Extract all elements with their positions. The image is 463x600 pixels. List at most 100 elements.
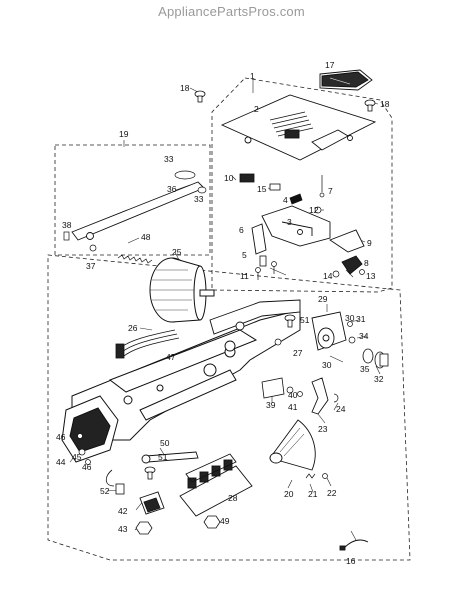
watermark-text: AppliancePartsPros.com: [158, 4, 305, 19]
label-25: 25: [172, 247, 182, 257]
label-17: 17: [325, 60, 335, 70]
part-28-circuit-board: [179, 453, 253, 517]
label-50: 50: [160, 438, 170, 448]
part-5-stud: [259, 255, 267, 267]
group-outlines: [47, 77, 411, 561]
leader-lines: [69, 80, 381, 541]
label-31: 31: [356, 314, 366, 324]
label-26: 26: [128, 323, 138, 333]
part-13-screw: [359, 269, 365, 275]
label-51-bottom: 51: [158, 452, 168, 462]
part-43-screw: [135, 521, 153, 535]
part-51-screws: [144, 314, 296, 480]
part-8-hook: [341, 255, 363, 275]
label-38: 38: [62, 220, 72, 230]
part-14-washer: [332, 270, 340, 278]
part-48-spring: [117, 254, 153, 264]
label-21: 21: [308, 489, 318, 499]
part-42-block: [139, 491, 165, 515]
needle-plate-group-outline: [211, 77, 393, 293]
label-33-bottom: 33: [194, 194, 204, 204]
part-27-screw: [274, 338, 282, 346]
label-18-right: 18: [380, 99, 390, 109]
part-7-pin: [319, 175, 325, 198]
label-30-bottom: 30: [322, 360, 332, 370]
part-12-screw: [314, 206, 322, 214]
label-52: 52: [100, 486, 110, 496]
label-34: 34: [359, 331, 369, 341]
label-39: 39: [266, 400, 276, 410]
part-11-screws: [255, 261, 277, 280]
label-37: 37: [86, 261, 96, 271]
part-38-pin: [63, 231, 70, 241]
label-49: 49: [220, 516, 230, 526]
part-2-needle-plate: [220, 94, 377, 161]
label-9: 9: [367, 238, 372, 248]
part-20-cam-sector: [269, 419, 316, 471]
part-26-wire-harness: [115, 329, 180, 359]
part-16-lead-wire: [339, 539, 369, 551]
label-46-bottom: 46: [82, 462, 92, 472]
part-6-lever: [251, 223, 267, 255]
part-22-screw: [322, 473, 328, 479]
part-44-connector: [61, 395, 119, 463]
part-50-arm: [141, 451, 199, 464]
label-44: 44: [56, 457, 66, 467]
label-8: 8: [364, 258, 369, 268]
label-2: 2: [254, 104, 259, 114]
label-24: 24: [336, 404, 346, 414]
part-24-clip: [333, 393, 339, 403]
part-49-screw: [203, 515, 221, 529]
label-42: 42: [118, 506, 128, 516]
part-9-lever: [329, 229, 365, 253]
part-45-washer: [78, 448, 86, 456]
label-45: 45: [72, 452, 82, 462]
label-23: 23: [318, 424, 328, 434]
label-18-left: 18: [180, 83, 190, 93]
part-30-pulley: [317, 327, 335, 349]
part-17-cover-plate: [319, 69, 373, 91]
label-12: 12: [309, 205, 319, 215]
part-46-screws: [77, 433, 91, 465]
label-30-top: 30: [345, 313, 355, 323]
frame-group-outline: [47, 254, 411, 561]
part-25-motor: [149, 257, 215, 323]
label-11: 11: [240, 271, 249, 281]
label-14: 14: [323, 271, 333, 281]
label-35: 35: [360, 364, 370, 374]
part-37-washer: [89, 244, 97, 252]
label-43: 43: [118, 524, 128, 534]
part-31-screw: [347, 321, 353, 327]
label-48: 48: [141, 232, 151, 242]
label-51-top: 51: [300, 315, 310, 325]
label-28: 28: [228, 493, 238, 503]
label-6: 6: [239, 225, 244, 235]
part-36-feed-bar: [71, 181, 205, 241]
label-10: 10: [224, 173, 234, 183]
label-36: 36: [167, 184, 177, 194]
label-22: 22: [327, 488, 337, 498]
label-47: 47: [166, 352, 176, 362]
part-34-washer: [348, 336, 356, 344]
motor-mount-bracket: [209, 299, 301, 352]
part-10-feed-dog: [239, 173, 255, 183]
part-39-bracket: [261, 377, 285, 399]
feed-bar-group-outline: [54, 144, 211, 256]
part-33-washers: [174, 170, 207, 194]
label-40: 40: [288, 390, 298, 400]
part-3-feed-bracket: [261, 205, 331, 247]
label-13: 13: [366, 271, 376, 281]
label-27: 27: [293, 348, 303, 358]
label-32: 32: [374, 374, 384, 384]
part-18-screws: [194, 90, 376, 112]
label-46-top: 46: [56, 432, 66, 442]
label-7: 7: [328, 186, 333, 196]
part-labels: 1 2 3 4 5 6 7 8 9 10 11 12 13 14 15 16 1…: [56, 60, 390, 566]
label-16: 16: [346, 556, 356, 566]
part-52-screw: [115, 483, 125, 495]
part-35-washer: [362, 348, 374, 364]
part-21-spring: [305, 473, 316, 479]
part-4-spacer: [289, 193, 303, 205]
label-15: 15: [257, 184, 267, 194]
